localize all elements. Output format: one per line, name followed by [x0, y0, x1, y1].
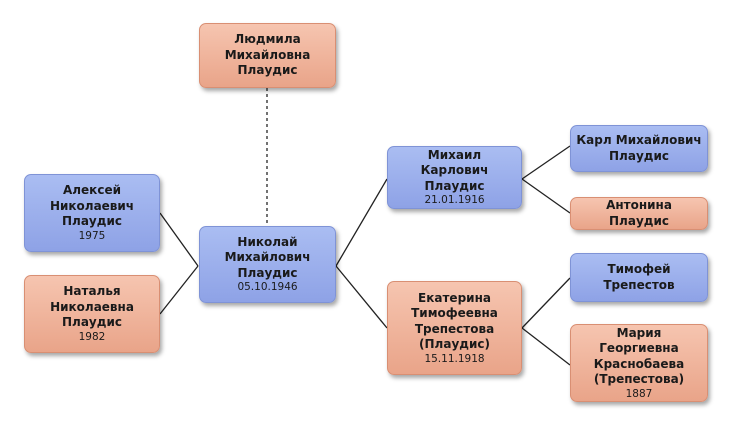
link-nikolay-ekaterina [335, 265, 388, 329]
person-date: 21.01.1916 [424, 194, 485, 207]
person-node-karl[interactable]: Карл Михайлович Плаудис [570, 125, 708, 172]
person-date: 15.11.1918 [424, 352, 485, 365]
person-name: Мария Георгиевна Краснобаева (Трепестова… [593, 325, 685, 387]
person-name: Алексей Николаевич Плаудис [49, 183, 135, 229]
person-name: Михаил Карлович Плаудис [420, 147, 489, 193]
link-mikhail-karl [521, 145, 571, 180]
person-node-lyudmila[interactable]: Людмила Михайловна Плаудис [199, 23, 336, 88]
person-name: Екатерина Тимофеевна Трепестова (Плаудис… [411, 290, 498, 352]
person-node-antonina[interactable]: Антонина Плаудис [570, 197, 708, 230]
person-node-aleksey[interactable]: Алексей Николаевич Плаудис 1975 [24, 174, 160, 252]
link-mikhail-antonina [521, 178, 571, 214]
link-nikolay-aleksey [159, 212, 199, 267]
person-node-mariya[interactable]: Мария Георгиевна Краснобаева (Трепестова… [570, 324, 708, 402]
person-name: Николай Михайлович Плаудис [224, 234, 311, 280]
person-date: 1982 [78, 330, 106, 343]
person-node-natalya[interactable]: Наталья Николаевна Плаудис 1982 [24, 275, 160, 353]
person-date: 05.10.1946 [237, 281, 298, 294]
link-nikolay-mikhail [335, 178, 388, 267]
person-date: 1975 [78, 229, 106, 242]
link-ekaterina-mariya [521, 327, 571, 366]
person-node-mikhail[interactable]: Михаил Карлович Плаудис 21.01.1916 [387, 146, 522, 209]
person-node-timofey[interactable]: Тимофей Трепестов [570, 253, 708, 302]
person-name: Тимофей Трепестов [603, 262, 675, 292]
link-ekaterina-timofey [521, 277, 571, 329]
person-node-ekaterina[interactable]: Екатерина Тимофеевна Трепестова (Плаудис… [387, 281, 522, 375]
link-nikolay-natalya [159, 265, 199, 315]
person-name: Карл Михайлович Плаудис [576, 133, 702, 163]
person-name: Наталья Николаевна Плаудис [50, 284, 134, 330]
person-node-nikolay[interactable]: Николай Михайлович Плаудис 05.10.1946 [199, 226, 336, 303]
person-name: Антонина Плаудис [606, 198, 672, 228]
person-date: 1887 [625, 387, 653, 400]
person-name: Людмила Михайловна Плаудис [224, 32, 311, 78]
